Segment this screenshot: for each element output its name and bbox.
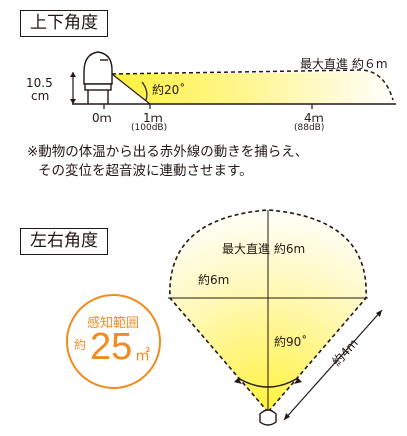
horizontal-angle-diagram [168,209,383,426]
horizontal-angle-title: 左右角度 [20,228,108,255]
area-badge-prefix: 約 [74,338,87,352]
horizontal-angle-label: 約90˚ [274,335,308,349]
angle-90-arc-icon [237,377,299,388]
note-line-1: ※動物の体温から出る赤外線の動きを捕らえ、 [27,144,309,160]
vertical-detection-zone [112,72,395,104]
angle-arc-icon [141,81,148,101]
vertical-angle-diagram [70,51,396,109]
tick-label-0m: 0ｍ [92,111,112,125]
vertical-angle-label: 約20˚ [152,83,186,97]
device-side-icon [83,51,113,104]
vertical-max-range-outline [111,69,394,101]
max-range-label-bottom: 最大直進 約6m [222,242,306,256]
area-badge-value: 25 [90,326,133,368]
tick-label-4m: 4ｍ [304,111,324,125]
area-badge-title: 感知範囲 [86,316,139,331]
side-length-dimension [283,309,383,421]
area-badge-unit: ㎡ [135,346,151,364]
beam-lower-edge [111,73,151,105]
tick-sub-4m: (88dB) [294,123,325,133]
height-unit: cm [31,89,50,103]
width-label: 約6m [198,273,230,287]
height-value: 10.5 [26,76,53,90]
device-top-icon [259,409,277,426]
detection-area-badge: 感知範囲 約 25 ㎡ [66,294,161,389]
vertical-angle-title: 上下角度 [20,10,108,37]
tick-sub-1m: (100dB) [131,123,168,133]
max-range-label-top: 最大直進 約６m [300,57,388,71]
note-line-2: その変位を超音波に連動させます。 [38,163,253,179]
tick-label-1m: 1ｍ [143,111,163,125]
